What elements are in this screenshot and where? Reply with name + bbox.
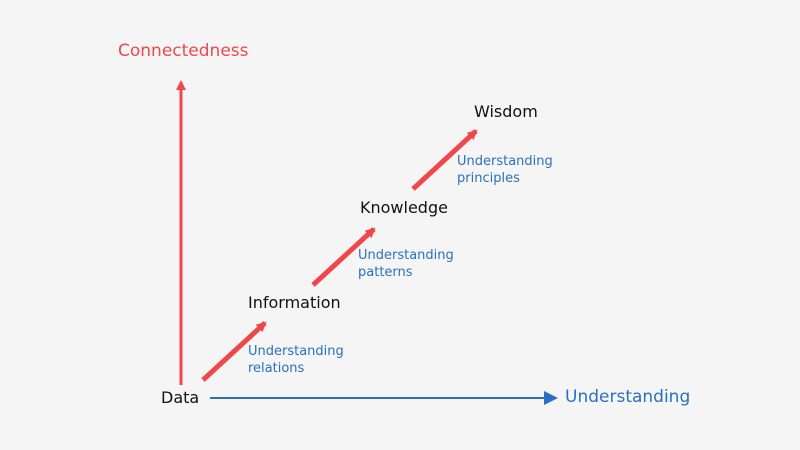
transition-line: patterns bbox=[358, 265, 413, 280]
transition-understanding-principles: Understanding principles bbox=[457, 153, 597, 187]
understanding-axis-label: Understanding bbox=[565, 387, 691, 407]
transition-understanding-patterns: Understanding patterns bbox=[358, 247, 498, 281]
transition-line: Understanding bbox=[457, 154, 553, 169]
stage-wisdom: Wisdom bbox=[474, 102, 538, 121]
connectedness-axis-label: Connectedness bbox=[118, 41, 249, 61]
arrow-information-to-knowledge bbox=[311, 227, 376, 287]
arrow-data-to-information bbox=[201, 321, 267, 382]
transition-understanding-relations: Understanding relations bbox=[248, 343, 388, 377]
stage-knowledge: Knowledge bbox=[360, 198, 448, 217]
transition-line: Understanding bbox=[358, 248, 454, 263]
transition-line: principles bbox=[457, 171, 520, 186]
stage-data: Data bbox=[161, 388, 200, 407]
transition-line: Understanding bbox=[248, 344, 344, 359]
stage-information: Information bbox=[248, 293, 341, 312]
arrow-knowledge-to-wisdom bbox=[411, 129, 478, 191]
transition-line: relations bbox=[248, 361, 305, 376]
